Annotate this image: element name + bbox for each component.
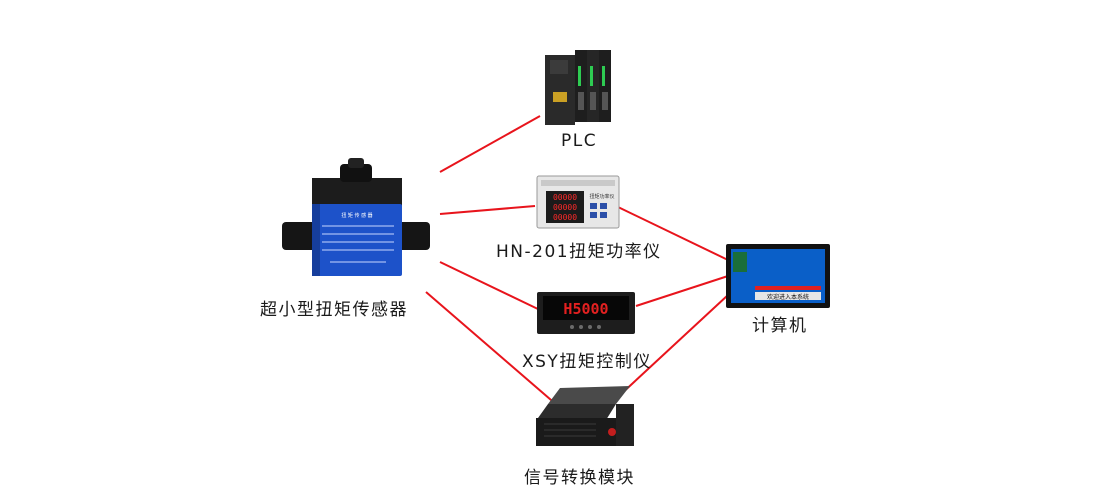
line-sensor-hn201 bbox=[439, 205, 536, 215]
line-sensor-plc bbox=[439, 115, 541, 173]
computer-label: 计算机 bbox=[752, 316, 808, 336]
torque-power-meter-icon: 00000 00000 00000 扭矩功率仪 bbox=[536, 175, 620, 229]
hn201-panel-title: 扭矩功率仪 bbox=[589, 193, 614, 200]
torque-controller-icon: H5000 bbox=[537, 292, 635, 334]
computer-monitor-icon: 欢迎进入本系统 bbox=[726, 244, 830, 308]
xsy-display: H5000 bbox=[563, 300, 608, 318]
signal-module-icon bbox=[536, 386, 634, 446]
plc-icon bbox=[545, 50, 611, 125]
plc-label: PLC bbox=[561, 131, 598, 151]
hn201-readout-2: 00000 bbox=[553, 203, 577, 212]
torque-sensor-icon: 扭 矩 传 感 器 bbox=[282, 158, 430, 276]
line-sensor-xsy bbox=[439, 261, 541, 311]
line-xsy-computer bbox=[635, 275, 729, 307]
hn201-label: HN-201扭矩功率仪 bbox=[496, 242, 662, 262]
xsy-label: XSY扭矩控制仪 bbox=[522, 352, 652, 372]
sensor-plate-title: 扭 矩 传 感 器 bbox=[341, 212, 372, 219]
line-sensor-module bbox=[425, 291, 559, 407]
hn201-readout-1: 00000 bbox=[553, 193, 577, 202]
sensor-label: 超小型扭矩传感器 bbox=[260, 300, 408, 320]
module-label: 信号转换模块 bbox=[524, 468, 635, 488]
computer-screen-text: 欢迎进入本系统 bbox=[767, 293, 809, 301]
line-hn201-computer bbox=[617, 206, 729, 261]
hn201-readout-3: 00000 bbox=[553, 213, 577, 222]
